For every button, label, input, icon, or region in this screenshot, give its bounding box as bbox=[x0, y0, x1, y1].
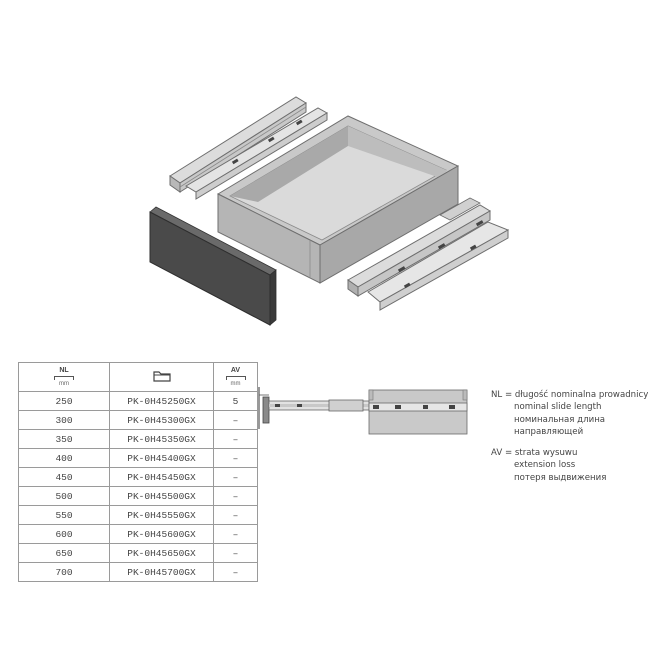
cell-product-code: PK-0H45500GX bbox=[109, 486, 214, 506]
cell-product-code: PK-0H45700GX bbox=[109, 562, 214, 582]
av-abbr: AV bbox=[230, 366, 241, 374]
drawer-front-panel bbox=[149, 206, 277, 326]
cell-product-code: PK-0H45600GX bbox=[109, 524, 214, 544]
cell-product-code: PK-0H45300GX bbox=[109, 410, 214, 430]
folder-icon bbox=[152, 370, 171, 382]
cell-extension-loss: – bbox=[213, 467, 258, 487]
header-nominal-length: NL mm bbox=[18, 362, 110, 392]
table-header-row: NL mm AV mm bbox=[18, 362, 258, 392]
cell-nominal-length: 700 bbox=[18, 562, 110, 582]
legend-av-line3: потеря выдвижения bbox=[514, 472, 607, 483]
cell-nominal-length: 350 bbox=[18, 429, 110, 449]
cell-product-code: PK-0H45400GX bbox=[109, 448, 214, 468]
legend-nominal-length: NL = długość nominalna prowadnicy nomina… bbox=[491, 389, 648, 439]
dimension-arrow-icon bbox=[54, 375, 74, 380]
cell-nominal-length: 600 bbox=[18, 524, 110, 544]
cell-nominal-length: 650 bbox=[18, 543, 110, 563]
cell-extension-loss: – bbox=[213, 543, 258, 563]
cell-extension-loss: – bbox=[213, 486, 258, 506]
legend-nl-line4: направляющей bbox=[514, 427, 584, 438]
nl-abbr: NL bbox=[59, 366, 69, 374]
legend-nl-line2: nominal slide length bbox=[514, 402, 602, 413]
cell-nominal-length: 400 bbox=[18, 448, 110, 468]
header-product-code bbox=[109, 362, 214, 392]
legend-av-line2: extension loss bbox=[514, 460, 576, 471]
nl-unit: mm bbox=[59, 380, 69, 387]
legend-nl-line1: NL = długość nominalna prowadnicy bbox=[491, 390, 649, 400]
cell-extension-loss: – bbox=[213, 505, 258, 525]
cell-extension-loss: – bbox=[213, 562, 258, 582]
cell-extension-loss: – bbox=[213, 524, 258, 544]
cell-extension-loss: – bbox=[213, 410, 258, 430]
right-slide-rail bbox=[347, 197, 510, 311]
av-unit: mm bbox=[230, 380, 241, 387]
legend-extension-loss: AV = strata wysuwu extension loss потеря… bbox=[491, 447, 606, 484]
cell-nominal-length: 250 bbox=[18, 391, 110, 411]
cell-extension-loss: – bbox=[213, 429, 258, 449]
cell-extension-loss: – bbox=[213, 448, 258, 468]
cell-nominal-length: 550 bbox=[18, 505, 110, 525]
cell-product-code: PK-0H45650GX bbox=[109, 543, 214, 563]
cell-product-code: PK-0H45250GX bbox=[109, 391, 214, 411]
cell-nominal-length: 500 bbox=[18, 486, 110, 506]
cell-nominal-length: 300 bbox=[18, 410, 110, 430]
legend-av-line1: AV = strata wysuwu bbox=[491, 448, 578, 458]
drawer-assembly-illustration bbox=[149, 96, 510, 326]
cell-product-code: PK-0H45450GX bbox=[109, 467, 214, 487]
cell-extension-loss: 5 bbox=[213, 391, 258, 411]
cell-product-code: PK-0H45550GX bbox=[109, 505, 214, 525]
header-extension-loss: AV mm bbox=[213, 362, 258, 392]
cell-product-code: PK-0H45350GX bbox=[109, 429, 214, 449]
cell-nominal-length: 450 bbox=[18, 467, 110, 487]
slide-side-view-diagram bbox=[258, 387, 468, 435]
legend-nl-line3: номинальная длина bbox=[514, 414, 606, 425]
left-slide-rail bbox=[169, 96, 328, 200]
drawer-box bbox=[216, 115, 460, 284]
dimension-arrow-icon bbox=[225, 375, 246, 380]
